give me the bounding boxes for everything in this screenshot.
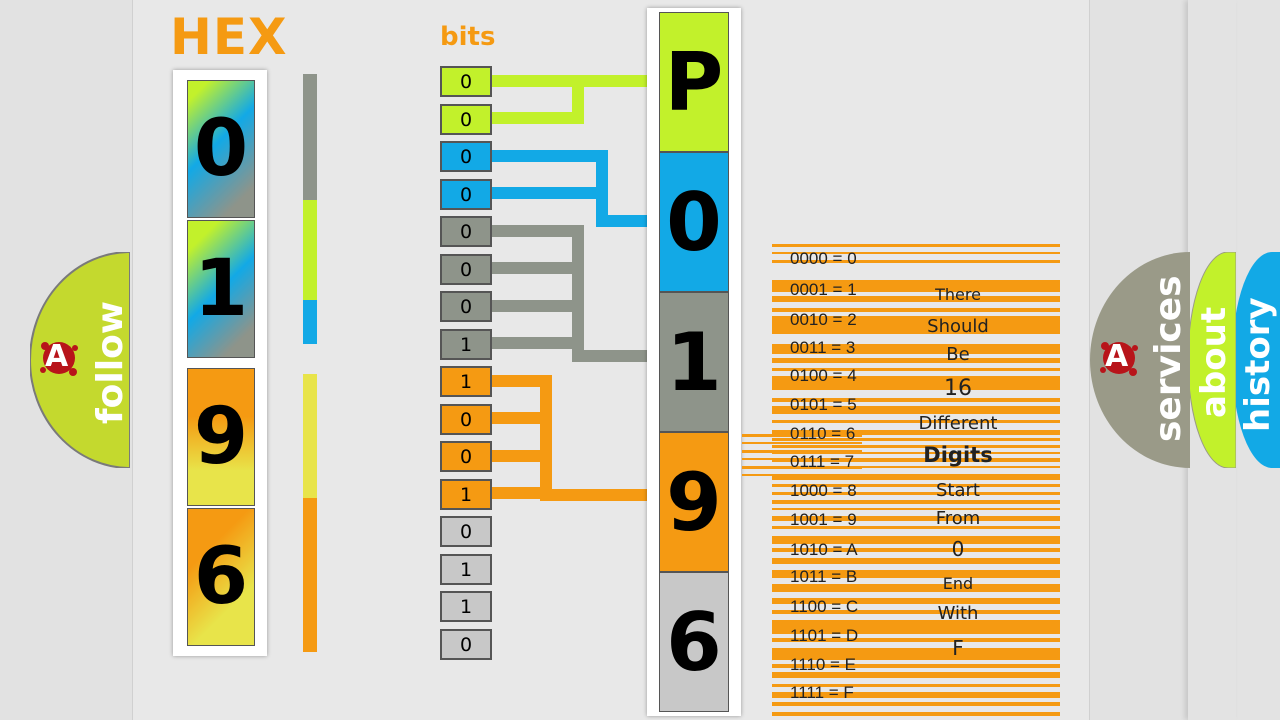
- table-row: 1100 = C: [790, 597, 859, 616]
- wires-digit-6: [268, 498, 440, 652]
- result-cell: 1: [659, 292, 729, 432]
- result-cell: 6: [659, 572, 729, 712]
- table-row: 0001 = 1: [790, 280, 857, 299]
- hex-digit-column: 0 1 9 6: [173, 70, 267, 656]
- result-cell: 0: [659, 152, 729, 292]
- wires-digit-9: [268, 374, 440, 500]
- follow-label: follow: [90, 300, 131, 424]
- history-label: history: [1238, 297, 1278, 432]
- wires-to-result: [492, 75, 647, 501]
- note-line: End: [942, 574, 974, 593]
- hex-digit-0: 0: [187, 80, 255, 218]
- bit-box: 1: [440, 329, 492, 360]
- bit-box: 0: [440, 254, 492, 285]
- bit-box: 1: [440, 479, 492, 510]
- wires-digit-0: [268, 74, 440, 200]
- table-row: 0110 = 6: [790, 424, 856, 443]
- bit-box: 0: [440, 441, 492, 472]
- logo-letter: A: [1105, 339, 1129, 374]
- result-cell-p: P: [659, 12, 729, 152]
- result-column: P 0 1 9 6: [647, 8, 741, 716]
- bit-box: 0: [440, 104, 492, 135]
- hex-digit-1: 1: [187, 220, 255, 358]
- table-row: 1011 = B: [790, 567, 858, 586]
- table-row: 0101 = 5: [790, 395, 857, 414]
- follow-tab-shape: [30, 252, 130, 468]
- bit-box: 0: [440, 216, 492, 247]
- stripe-background: [772, 240, 1060, 720]
- follow-tab[interactable]: A follow: [30, 252, 131, 468]
- note-line: There: [935, 285, 981, 304]
- table-row: 1010 = A: [790, 540, 858, 559]
- result-cell: 9: [659, 432, 729, 572]
- table-row: 1110 = E: [790, 655, 857, 674]
- hex-digit-2: 9: [187, 368, 255, 506]
- stripe-extension: [742, 434, 862, 476]
- table-row: 0111 = 7: [790, 452, 855, 471]
- bit-box: 1: [440, 591, 492, 622]
- note-line: From: [935, 508, 981, 529]
- bit-box: 0: [440, 66, 492, 97]
- bit-box: 1: [440, 366, 492, 397]
- bit-box: 0: [440, 141, 492, 172]
- table-row: 0000 = 0: [790, 249, 857, 268]
- note-line: 16: [944, 376, 972, 401]
- hex-digit-3: 6: [187, 508, 255, 646]
- services-label: services: [1148, 275, 1189, 442]
- bit-box: 0: [440, 179, 492, 210]
- note-line: Digits: [923, 443, 993, 467]
- hex-title: HEX: [170, 8, 288, 66]
- note-line: With: [937, 603, 979, 624]
- bit-box: 0: [440, 516, 492, 547]
- table-row: 1101 = D: [790, 626, 859, 645]
- bits-title: bits: [440, 22, 496, 52]
- table-row: 1001 = 9: [790, 510, 857, 529]
- note-line: F: [952, 636, 964, 660]
- services-tab-shape: [1090, 252, 1190, 468]
- services-tab[interactable]: A services: [1090, 252, 1190, 468]
- logo-letter: A: [45, 339, 69, 374]
- table-row: 0100 = 4: [790, 366, 857, 385]
- about-tab[interactable]: about: [1188, 252, 1236, 468]
- about-label: about: [1194, 306, 1234, 418]
- bit-box: 0: [440, 404, 492, 435]
- table-row: 0010 = 2: [790, 310, 857, 329]
- bit-box: 0: [440, 291, 492, 322]
- stripe-pattern: [772, 244, 1060, 716]
- history-tab[interactable]: history: [1232, 252, 1280, 468]
- history-tab-shape: [1232, 252, 1280, 468]
- table-row: 1111 = F: [790, 683, 854, 702]
- note-line: 0: [951, 537, 965, 561]
- splat-logo-icon: [1100, 342, 1138, 376]
- wires-digit-1: [268, 200, 440, 350]
- table-row: 1000 = 8: [790, 481, 857, 500]
- note-line: Be: [946, 344, 970, 365]
- table-row: 0011 = 3: [790, 338, 856, 357]
- bit-box: 1: [440, 554, 492, 585]
- bit-box: 0: [440, 629, 492, 660]
- note-line: Should: [927, 316, 989, 337]
- splat-logo-icon: [40, 342, 78, 376]
- note-line: Start: [936, 480, 980, 501]
- note-line: Different: [918, 413, 998, 434]
